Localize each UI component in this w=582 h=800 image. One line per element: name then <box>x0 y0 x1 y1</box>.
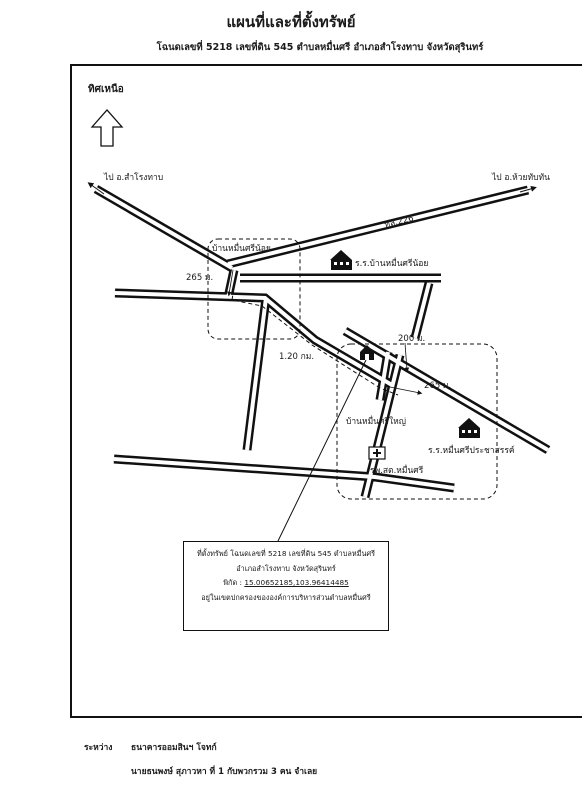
label-distance-265: 265 ม. <box>186 273 214 283</box>
school-big-icon <box>458 418 480 438</box>
map-frame <box>70 64 582 718</box>
arrow-left-icon <box>87 182 105 195</box>
footer-party-2: นายธนพงษ์ สุภาวหา ที่ 1 กับพวกรวม 3 คน จ… <box>131 767 318 777</box>
property-house-icon <box>360 345 374 360</box>
footer-label: ระหว่าง <box>84 743 113 753</box>
label-distance-265b: 265 ม. <box>424 381 452 391</box>
village-big-boundary <box>336 343 498 500</box>
north-label: ทิศเหนือ <box>88 84 124 95</box>
footer-party-1: ธนาคารออมสินฯ โจทก์ <box>131 743 217 753</box>
label-distance-120km: 1.20 กม. <box>279 352 315 362</box>
label-to-huai-thap-than: ไป อ.ห้วยทับทัน <box>492 173 550 183</box>
village-small-boundary <box>207 238 301 340</box>
info-coordinates: พิกัด : 15.00652185,103.96414485 <box>184 576 388 591</box>
arrow-right-icon <box>519 185 537 193</box>
info-line-1: ที่ตั้งทรัพย์ โฉนดเลขที่ 5218 เลขที่ดิน … <box>197 549 375 558</box>
property-pointer-line <box>277 359 367 542</box>
north-arrow-icon <box>90 109 124 147</box>
route-path <box>231 274 399 396</box>
road-network <box>93 185 551 499</box>
coord-label: พิกัด : <box>223 578 242 587</box>
label-village-big: บ้านหมื่นศรีใหญ่ <box>346 417 406 427</box>
property-info-box: ที่ตั้งทรัพย์ โฉนดเลขที่ 5218 เลขที่ดิน … <box>183 541 389 631</box>
page-title: แผนที่และที่ตั้งทรัพย์ <box>226 13 356 31</box>
school-small-icon <box>330 250 352 270</box>
label-hospital: รพ.สต.หมื่นศรี <box>370 466 424 476</box>
coord-value[interactable]: 15.00652185,103.96414485 <box>244 578 349 587</box>
info-line-4: อยู่ในเขตปกครองขององค์การบริหารส่วนตำบลห… <box>201 592 371 602</box>
label-school-small: ร.ร.บ้านหมื่นศรีน้อย <box>355 259 429 269</box>
label-village-small: บ้านหมื่นศรีน้อย <box>212 244 271 254</box>
label-distance-200: 200 ม. <box>398 334 426 344</box>
label-school-big: ร.ร.หมื่นศรีประชาสรรค์ <box>428 446 515 456</box>
label-to-samrong-thap: ไป อ.สำโรงทาบ <box>104 173 164 183</box>
info-line-2: อำเภอสำโรงทาบ จังหวัดสุรินทร์ <box>236 563 336 573</box>
page-subtitle: โฉนดเลขที่ 5218 เลขที่ดิน 545 ตำบลหมื่นศ… <box>156 42 484 53</box>
hospital-icon <box>368 446 386 460</box>
